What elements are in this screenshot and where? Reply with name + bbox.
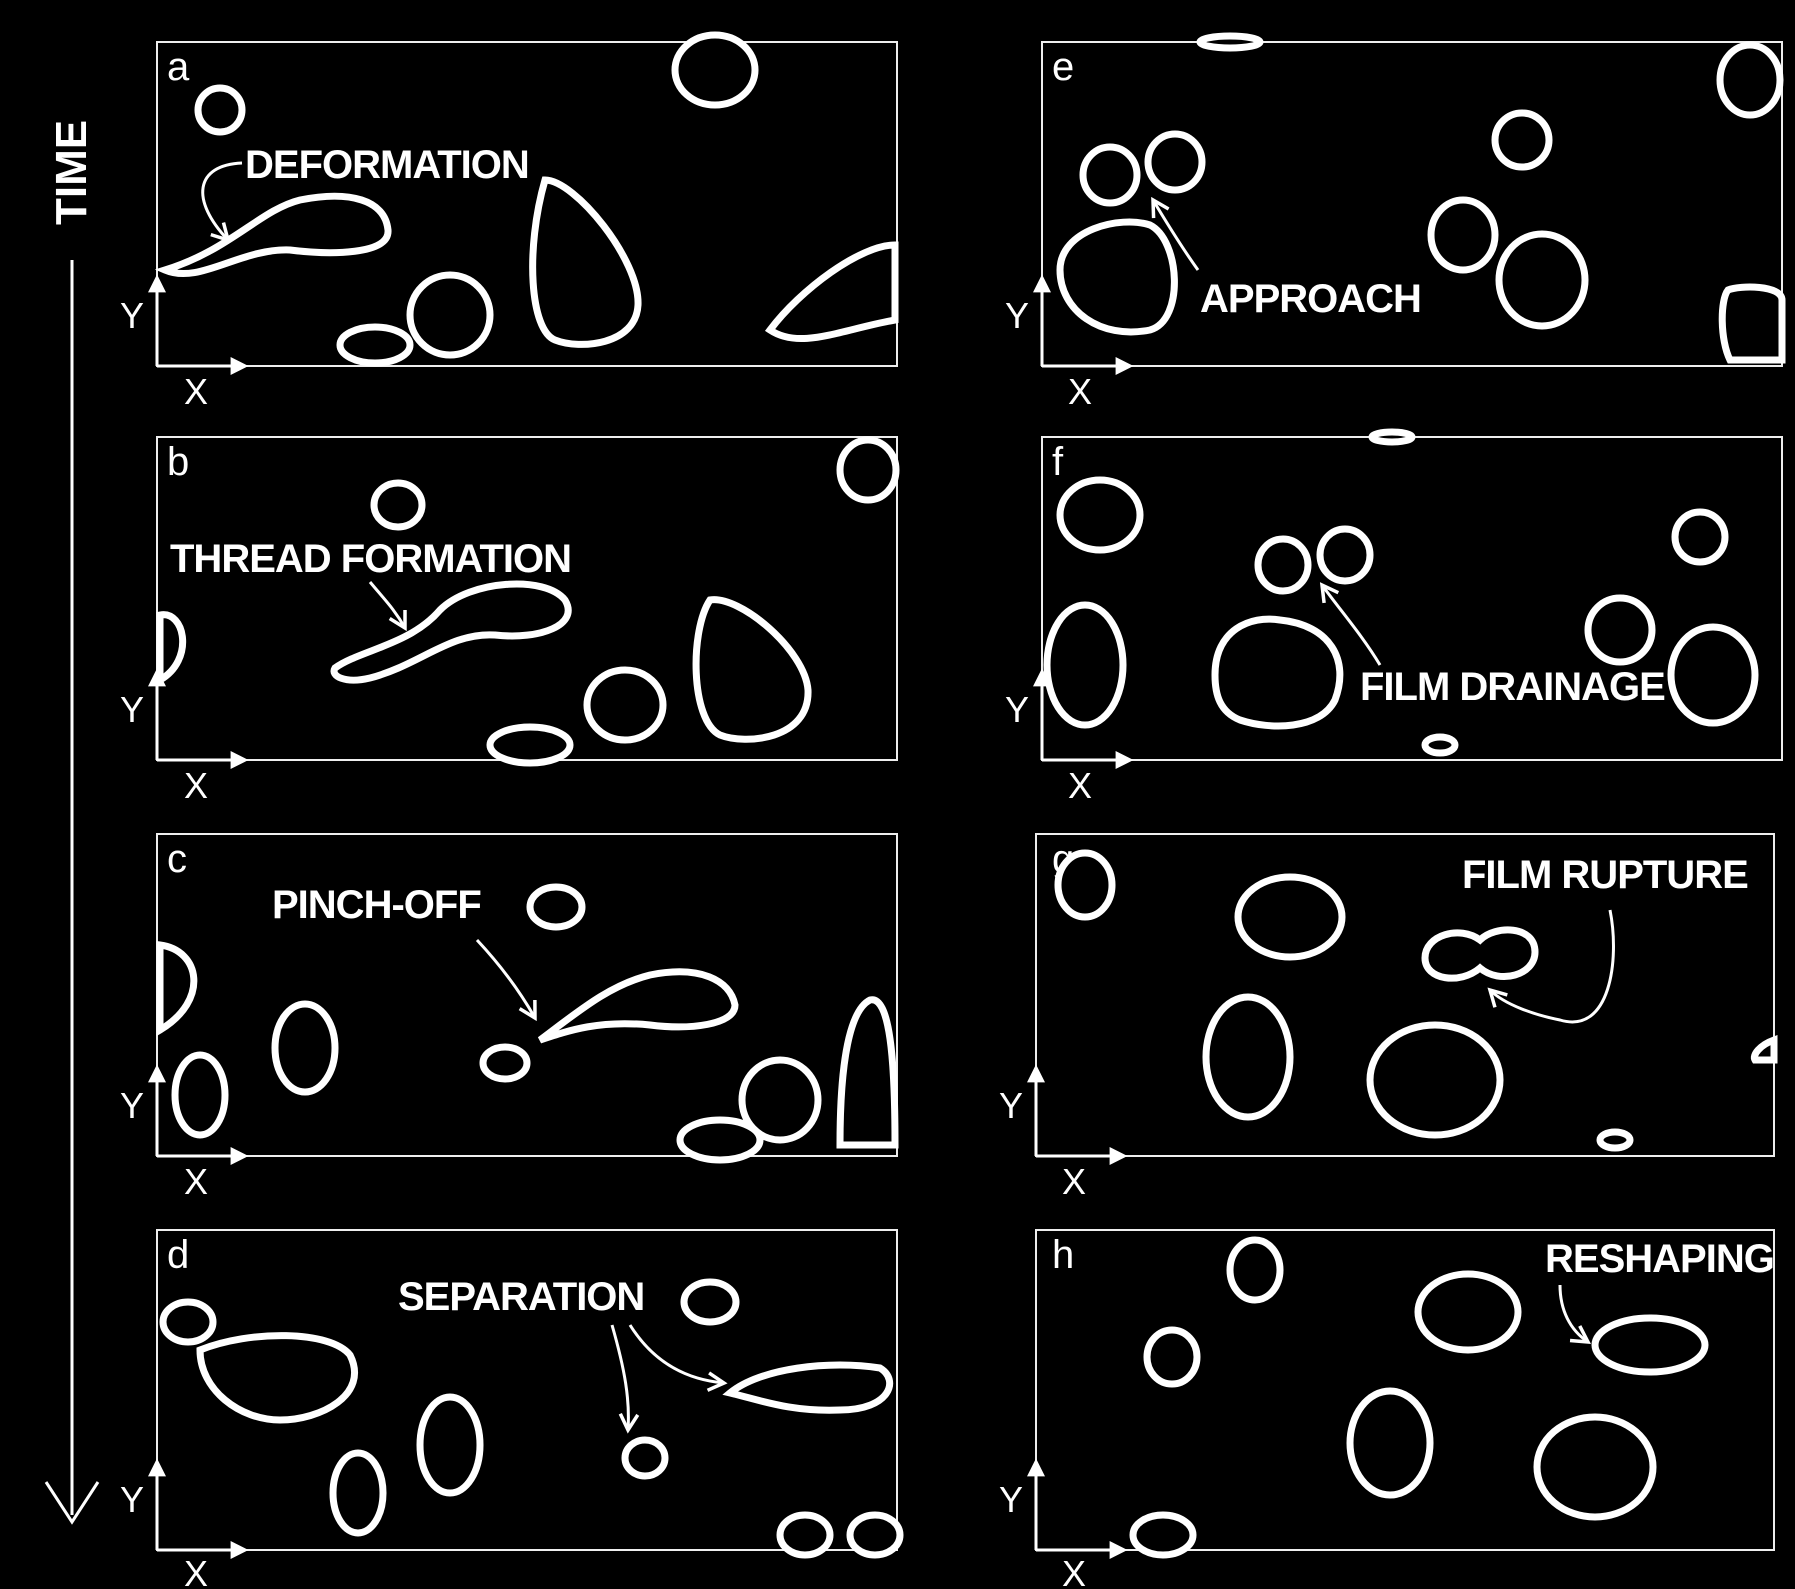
axis-x-g: X: [1062, 1161, 1086, 1202]
annotation-pinch-off: PINCH-OFF: [272, 883, 481, 927]
panel-letter-a: a: [167, 45, 190, 89]
panel-letter-d: d: [167, 1233, 189, 1277]
axis-y-d: Y: [120, 1479, 144, 1520]
droplets-g: [1058, 853, 1774, 1148]
deformation-arrow: [203, 163, 242, 240]
panel-letter-c: c: [167, 837, 187, 881]
panel-b: b THREAD FORMATION Y X: [120, 437, 897, 806]
panel-h: h RESHAPING Y X: [999, 1230, 1774, 1589]
panel-letter-b: b: [167, 440, 189, 484]
panel-letter-e: e: [1052, 45, 1074, 89]
time-axis: TIME: [46, 120, 98, 1522]
panel-letter-h: h: [1052, 1233, 1074, 1277]
reshaping-arrow: [1560, 1285, 1588, 1342]
annotation-separation: SEPARATION: [398, 1275, 644, 1319]
axis-x-e: X: [1068, 371, 1092, 412]
panel-a: a DEFORMATION Y X: [120, 35, 897, 412]
axis-x-f: X: [1068, 765, 1092, 806]
droplets-h: [1133, 1240, 1705, 1555]
separation-arrow-right: [630, 1325, 724, 1383]
panel-g: g FILM RUPTURE Y X: [999, 834, 1774, 1202]
axis-x-b: X: [184, 765, 208, 806]
axes-h: [1036, 1462, 1124, 1550]
droplets-d: [163, 1282, 900, 1555]
panel-letter-f: f: [1052, 440, 1064, 484]
separation-arrow-down: [612, 1325, 628, 1430]
annotation-film-drainage: FILM DRAINAGE: [1360, 665, 1665, 709]
annotation-reshaping: RESHAPING: [1545, 1237, 1774, 1281]
droplets-c: [160, 887, 895, 1160]
axis-y-h: Y: [999, 1479, 1023, 1520]
thread-formation-arrow: [370, 582, 405, 628]
axes-d: [157, 1462, 245, 1550]
droplets-e: [1060, 36, 1782, 360]
panel-e: e APPROACH Y X: [1005, 36, 1782, 412]
axis-y-b: Y: [120, 689, 144, 730]
axis-y-e: Y: [1005, 295, 1029, 336]
panel-d: d SEPARATION Y X: [120, 1230, 900, 1589]
panel-f: f FILM DRAINAGE Y X: [1005, 432, 1782, 806]
axis-x-c: X: [184, 1161, 208, 1202]
axis-y-c: Y: [120, 1085, 144, 1126]
axis-y-f: Y: [1005, 689, 1029, 730]
annotation-thread-formation: THREAD FORMATION: [170, 537, 571, 581]
axis-x-d: X: [184, 1553, 208, 1589]
pinch-off-arrow: [477, 940, 535, 1018]
annotation-approach: APPROACH: [1200, 277, 1421, 321]
annotation-film-rupture: FILM RUPTURE: [1462, 853, 1748, 897]
axes-g: [1036, 1068, 1124, 1156]
axes-a: [157, 278, 245, 366]
panel-c: c PINCH-OFF Y X: [120, 834, 897, 1202]
annotation-deformation: DEFORMATION: [245, 143, 529, 187]
time-label: TIME: [47, 120, 96, 225]
droplets-a: [165, 35, 895, 363]
axis-y-a: Y: [120, 295, 144, 336]
axes-b: [157, 672, 245, 760]
axis-y-g: Y: [999, 1085, 1023, 1126]
axis-x-a: X: [184, 371, 208, 412]
axis-x-h: X: [1062, 1553, 1086, 1589]
droplets-b: [160, 440, 896, 763]
